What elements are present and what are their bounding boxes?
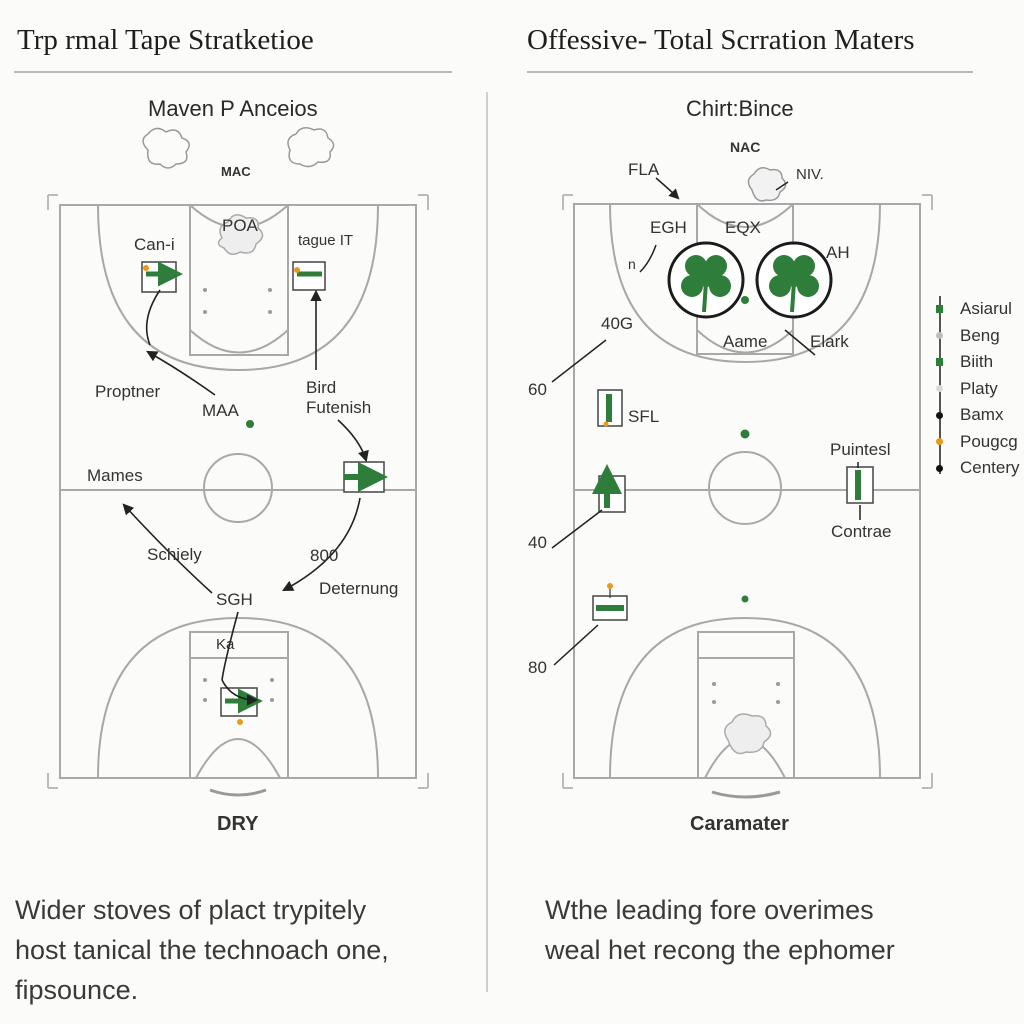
legend-swatch — [936, 438, 943, 446]
legend-label: Platy — [960, 378, 998, 398]
label-n: n — [628, 256, 636, 272]
label-can: Can-i — [134, 235, 175, 254]
right-caption: Wthe leading fore overimes weal het reco… — [545, 890, 895, 970]
legend-bar — [939, 296, 941, 474]
label-deternung: Deternung — [319, 579, 399, 598]
legend-item: Centery — [936, 455, 1020, 482]
right-player-markers — [592, 389, 874, 621]
label-schiely: Schiely — [147, 545, 202, 564]
legend-swatch — [936, 385, 943, 393]
right-top-badge: NAC — [730, 139, 761, 155]
label-proptner: Proptner — [95, 382, 161, 401]
legend-item: Pougcg — [936, 429, 1020, 456]
right-key-cloud-icon — [724, 713, 772, 755]
left-center-marker — [246, 420, 254, 428]
label-40g: 40G — [601, 314, 634, 333]
label-contrae: Contrae — [831, 522, 892, 541]
label-ah: AH — [826, 243, 850, 262]
legend-item: Biith — [936, 349, 1020, 376]
right-play-arrows — [551, 177, 861, 666]
left-key-cloud-icon — [217, 214, 264, 255]
legend-item: Platy — [936, 376, 1020, 403]
left-player-markers — [141, 261, 388, 725]
label-bird: Bird — [306, 378, 337, 397]
label-fla: FLA — [628, 160, 660, 179]
legend-swatch — [936, 358, 943, 367]
label-futenish: Futenish — [306, 398, 372, 417]
left-caption-line-2: host tanical the technoach one, — [15, 935, 389, 965]
left-court-caption: DRY — [217, 813, 259, 835]
left-court — [47, 194, 429, 797]
left-caption-line-3: fipsounce. — [15, 975, 139, 1005]
left-subtitle: Maven P Anceios — [148, 96, 318, 121]
right-caption-line-2: weal het recong the ephomer — [545, 935, 895, 965]
legend-label: Beng — [960, 325, 1000, 345]
left-play-arrows — [122, 289, 369, 706]
right-cloud-icon — [747, 167, 787, 202]
label-poa: POA — [222, 216, 258, 235]
left-caption: Wider stoves of plact trypitely host tan… — [15, 890, 389, 1010]
left-panel-title: Trp rmal Tape Stratketioe — [17, 24, 314, 56]
legend-swatch — [936, 464, 943, 472]
left-title-rule — [14, 71, 452, 73]
right-caption-line-1: Wthe leading fore overimes — [545, 895, 874, 925]
left-court-dots — [203, 288, 274, 702]
legend-swatch — [936, 305, 943, 314]
label-40: 40 — [528, 533, 547, 552]
right-court-dots — [712, 682, 780, 704]
label-maa: MAA — [202, 401, 239, 420]
legend-item: Beng — [936, 323, 1020, 350]
label-ka: Ka — [216, 636, 235, 653]
left-top-badge: MAC — [221, 164, 251, 179]
label-sfl: SFL — [628, 407, 660, 426]
legend-label: Pougcg — [960, 431, 1018, 451]
legend-swatch — [936, 332, 943, 340]
legend-label: Centery — [960, 458, 1020, 478]
right-title-rule — [527, 71, 973, 73]
label-sgh: SGH — [216, 590, 253, 609]
label-puintesl: Puintesl — [830, 440, 891, 459]
label-aame: Aame — [723, 332, 768, 351]
right-court-caption: Caramater — [690, 813, 789, 835]
legend-swatch — [936, 411, 943, 419]
right-subtitle: Chirt:Bince — [686, 96, 794, 121]
legend-label: Bamx — [960, 405, 1004, 425]
label-egh: EGH — [650, 218, 687, 237]
shamrock-icon-left — [667, 241, 745, 319]
legend-item: Bamx — [936, 402, 1020, 429]
label-60: 60 — [528, 380, 547, 399]
panel-divider — [486, 92, 488, 992]
label-eqx: EQX — [725, 218, 761, 237]
label-tague: tague IT — [298, 232, 354, 249]
right-panel-title: Offessive- Total Scrration Maters — [527, 24, 915, 56]
left-cloud-icons — [142, 127, 335, 169]
legend-label: Asiarul — [960, 299, 1012, 319]
label-niv: NIV. — [796, 166, 824, 183]
left-caption-line-1: Wider stoves of plact trypitely — [15, 895, 367, 925]
shamrock-icon-right — [755, 241, 833, 319]
label-800: 800 — [310, 546, 339, 565]
legend-item: Asiarul — [936, 296, 1020, 323]
label-mames: Mames — [87, 466, 143, 485]
label-elark: Elark — [810, 332, 849, 351]
label-80: 80 — [528, 658, 547, 677]
legend-label: Biith — [960, 352, 994, 372]
